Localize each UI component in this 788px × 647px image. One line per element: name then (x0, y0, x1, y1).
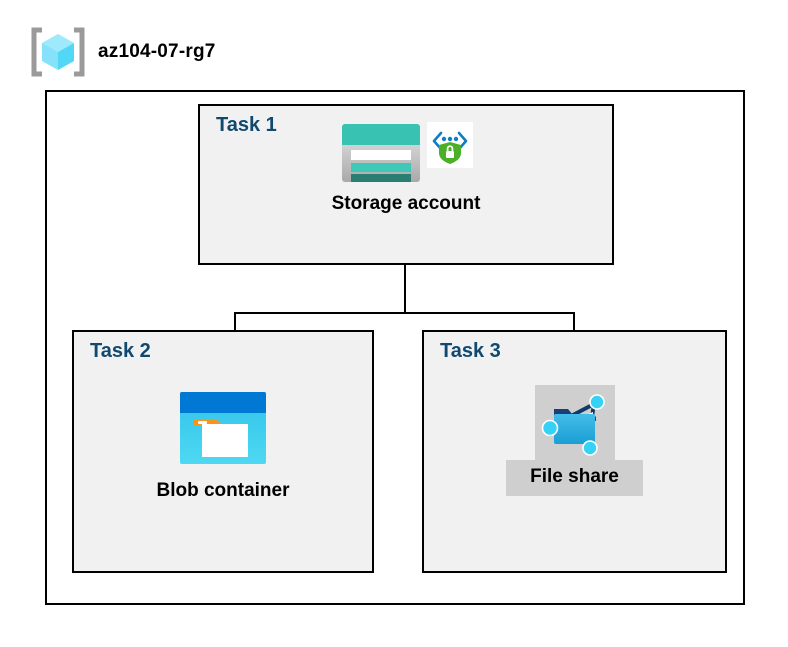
resource-group-cube-icon (30, 26, 86, 78)
task-1-label: Task 1 (216, 114, 277, 136)
blob-container-label: Blob container (156, 480, 290, 501)
file-share-icon-highlight (534, 385, 615, 465)
file-share-icon (538, 390, 612, 460)
storage-account-node[interactable]: Storage account (198, 122, 614, 215)
storage-icon-row (340, 122, 473, 184)
connector-trunk-vertical (404, 265, 406, 314)
resource-group-header: az104-07-rg7 (30, 26, 216, 78)
connector-horizontal-bar (234, 312, 575, 314)
storage-account-label: Storage account (331, 193, 481, 214)
blob-container-node[interactable]: Blob container (72, 390, 374, 502)
resource-group-name: az104-07-rg7 (98, 41, 216, 62)
secure-endpoint-shield-icon (426, 122, 473, 168)
file-share-label-highlight: File share (506, 460, 643, 496)
file-share-node[interactable]: File share (422, 385, 727, 496)
file-share-label: File share (530, 466, 619, 487)
blob-container-icon (178, 390, 268, 466)
task-2-label: Task 2 (90, 340, 151, 362)
task-3-label: Task 3 (440, 340, 501, 362)
storage-account-icon (340, 122, 422, 184)
